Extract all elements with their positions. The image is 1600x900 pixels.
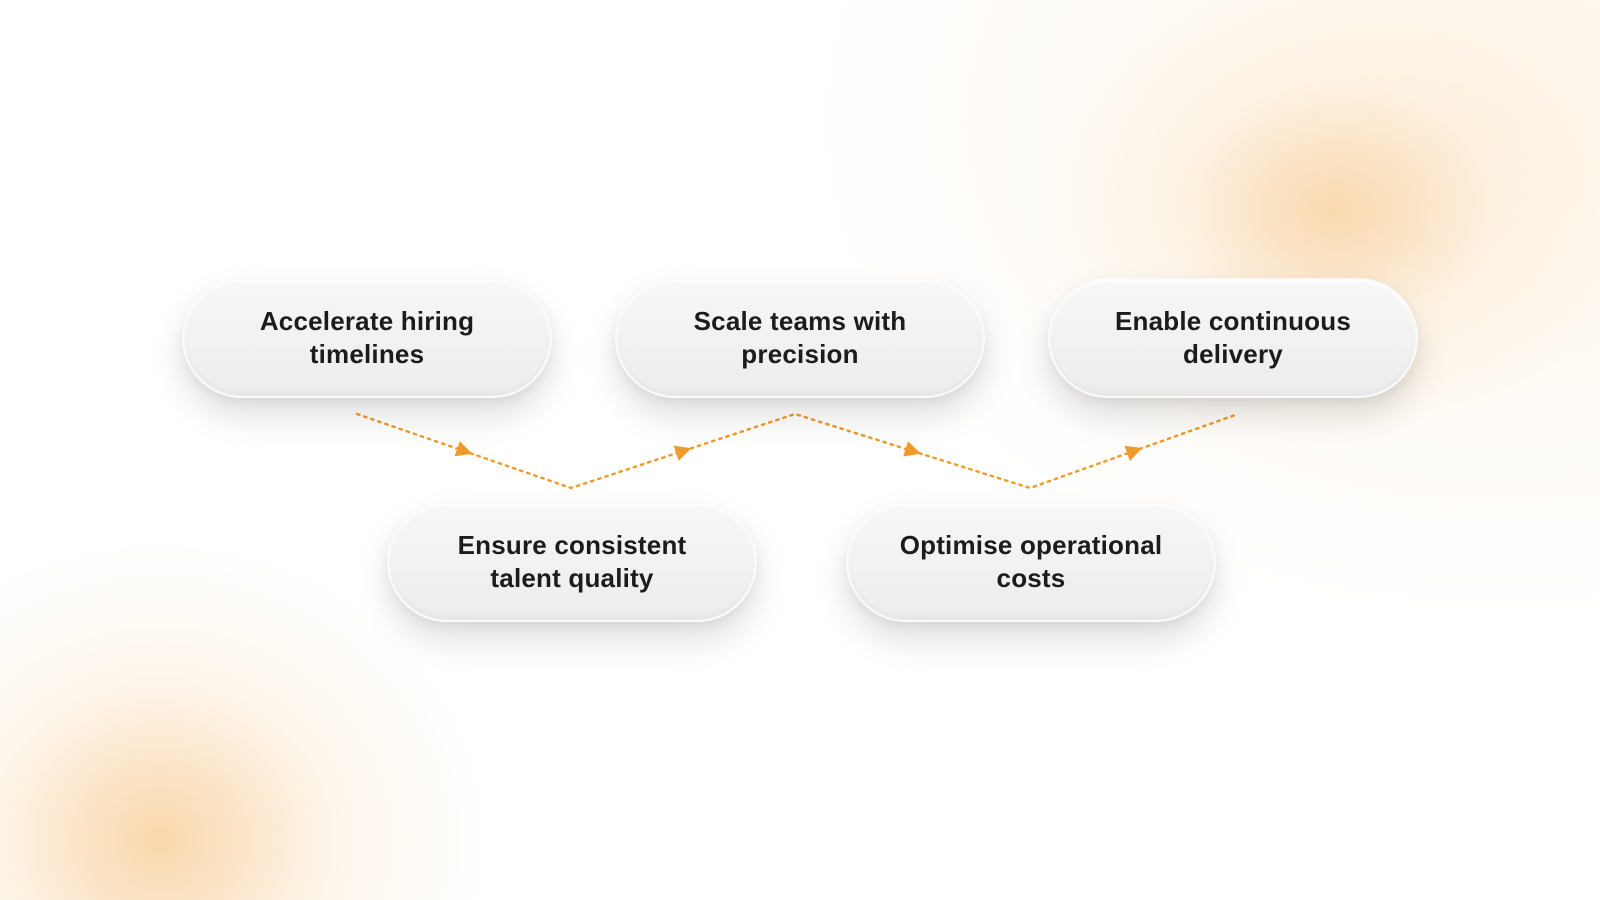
step-label: Optimise operational costs [899,530,1163,593]
step-label: Accelerate hiring timelines [259,306,475,369]
arrowhead-3 [903,441,921,457]
arrowhead-1 [454,441,473,457]
step-label: Ensure consistent talent quality [457,530,687,593]
step-label: Scale teams with precision [693,306,907,369]
arrowheads [454,441,1143,461]
step-talent-quality: Ensure consistent talent quality [387,502,757,622]
step-label: Enable continuous delivery [1115,306,1351,369]
step-operational-costs: Optimise operational costs [846,502,1216,622]
arrowhead-2 [673,445,692,461]
dotted-connector-line [355,412,1240,490]
step-accelerate-hiring: Accelerate hiring timelines [182,278,552,398]
step-scale-teams: Scale teams with precision [615,278,985,398]
step-continuous-delivery: Enable continuous delivery [1048,278,1418,398]
arrowhead-4 [1124,445,1143,461]
